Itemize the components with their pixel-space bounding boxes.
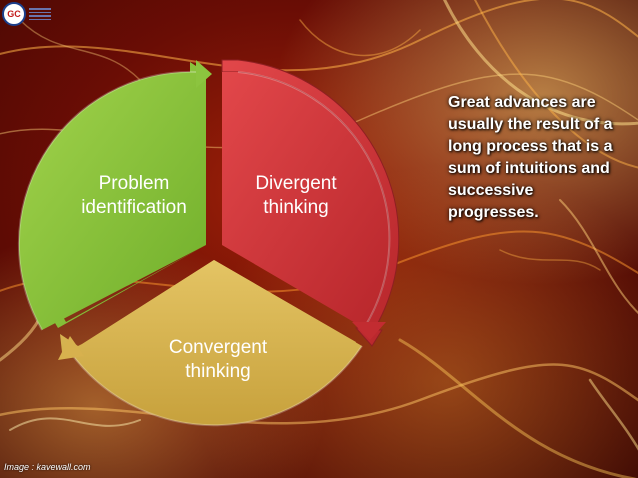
logo-mark: GC — [2, 2, 26, 26]
arrow-divergent-to-convergent-icon — [352, 322, 386, 340]
label-convergent-thinking: Convergent thinking — [168, 337, 268, 382]
label-divergent-thinking: Divergent thinking — [255, 173, 337, 218]
image-credit: Image : kavewall.com — [4, 462, 91, 472]
label-problem-identification: Problem identification — [81, 173, 187, 218]
segment-convergent — [58, 260, 363, 427]
segment-divergent — [221, 59, 400, 347]
segment-problem-identification — [17, 60, 212, 331]
logo: GC — [2, 2, 56, 26]
logo-tagline — [29, 8, 51, 20]
quote-text: Great advances are usually the result of… — [448, 94, 613, 221]
